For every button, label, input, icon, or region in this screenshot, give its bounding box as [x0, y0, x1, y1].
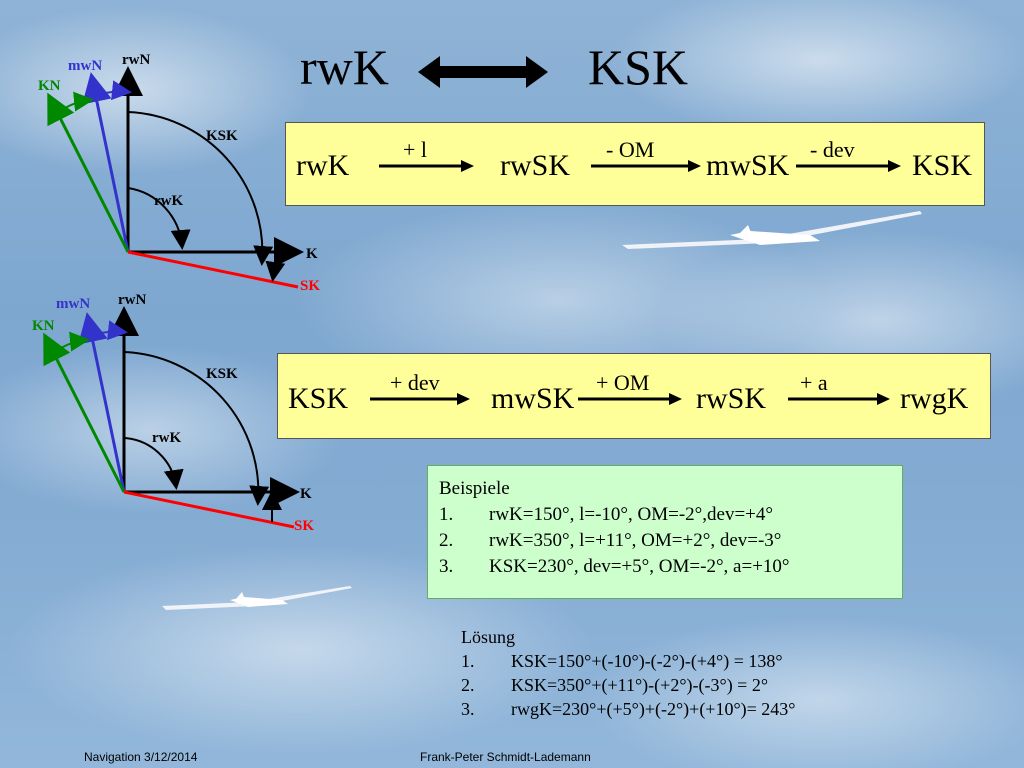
right-arrow-icon	[370, 393, 470, 405]
label-mwN: mwN	[68, 58, 102, 74]
chain1-op-1: + l	[403, 137, 428, 162]
example-num: 2.	[439, 530, 454, 551]
label-KSK: KSK	[206, 128, 238, 144]
label-rwK: rwK	[152, 430, 181, 446]
glider-icon	[622, 211, 922, 249]
label-SK: SK	[300, 278, 320, 294]
glider-icon	[162, 586, 352, 610]
label-rwN: rwN	[118, 292, 146, 308]
chain2-term-4: rwgK	[900, 382, 969, 415]
solution-item: 3. rwgK=230°+(+5°)+(-2°)+(+10°)= 243°	[461, 697, 901, 721]
title-right: KSK	[588, 39, 689, 95]
example-text: rwK=150°, l=-10°, OM=-2°,dev=+4°	[489, 504, 773, 525]
right-arrow-icon	[578, 393, 682, 405]
chain2-op-3: + a	[800, 370, 828, 395]
examples-box: Beispiele 1. rwK=150°, l=-10°, OM=-2°,dev…	[427, 465, 903, 599]
solution-num: 3.	[461, 699, 475, 719]
chain1-term-3: mwSK	[706, 149, 790, 182]
solution-text: rwgK=230°+(+5°)+(-2°)+(+10°)= 243°	[511, 699, 796, 719]
label-rwN: rwN	[122, 52, 150, 68]
solution-block: Lösung 1. KSK=150°+(-10°)-(-2°)-(+4°) = 1…	[461, 625, 901, 721]
footer-left: Navigation 3/12/2014	[84, 750, 198, 764]
chain2-term-3: rwSK	[696, 382, 767, 415]
double-arrow-icon	[418, 56, 548, 88]
chain1-term-1: rwK	[296, 149, 350, 182]
label-mwN: mwN	[56, 296, 90, 312]
conversion-box-2: KSK + dev mwSK + OM rwSK + a rwgK	[277, 353, 991, 439]
footer-right: Frank-Peter Schmidt-Lademann	[420, 750, 591, 764]
example-num: 1.	[439, 504, 454, 525]
chain1-term-2: rwSK	[500, 149, 571, 182]
example-item: 1. rwK=150°, l=-10°, OM=-2°,dev=+4°	[439, 502, 902, 528]
chain1-op-2: - OM	[606, 137, 655, 162]
chain2-op-2: + OM	[596, 370, 650, 395]
example-text: KSK=230°, dev=+5°, OM=-2°, a=+10°	[489, 556, 790, 577]
label-rwK: rwK	[154, 193, 183, 209]
compass-diagram-2: rwN mwN KN KSK rwK K SK	[32, 292, 314, 534]
chain2-term-1: KSK	[288, 382, 349, 415]
label-KSK: KSK	[206, 366, 238, 382]
example-num: 3.	[439, 556, 454, 577]
solution-heading: Lösung	[461, 627, 515, 647]
solution-num: 1.	[461, 651, 475, 671]
right-arrow-icon	[379, 160, 474, 172]
slide-title: rwK KSK	[300, 38, 720, 108]
solution-item: 1. KSK=150°+(-10°)-(-2°)-(+4°) = 138°	[461, 649, 901, 673]
chain2-term-2: mwSK	[491, 382, 575, 415]
conversion-box-1: rwK + l rwSK - OM mwSK - dev KSK	[285, 122, 985, 206]
compass-diagram-1: rwN mwN KN KSK rwK K SK	[38, 52, 320, 294]
solution-num: 2.	[461, 675, 475, 695]
label-K: K	[300, 486, 312, 502]
label-K: K	[306, 246, 318, 262]
label-SK: SK	[294, 518, 314, 534]
solution-text: KSK=350°+(+11°)-(+2°)-(-3°) = 2°	[511, 675, 769, 695]
solution-text: KSK=150°+(-10°)-(-2°)-(+4°) = 138°	[511, 651, 783, 671]
solution-item: 2. KSK=350°+(+11°)-(+2°)-(-3°) = 2°	[461, 673, 901, 697]
chain1-term-4: KSK	[912, 149, 973, 182]
right-arrow-icon	[788, 393, 890, 405]
label-KN: KN	[32, 318, 55, 334]
right-arrow-icon	[796, 160, 901, 172]
right-arrow-icon	[591, 160, 701, 172]
title-left: rwK	[300, 39, 389, 95]
chain2-op-1: + dev	[390, 370, 440, 395]
label-KN: KN	[38, 78, 61, 94]
chain1-op-3: - dev	[810, 137, 855, 162]
example-item: 3. KSK=230°, dev=+5°, OM=-2°, a=+10°	[439, 554, 902, 580]
example-text: rwK=350°, l=+11°, OM=+2°, dev=-3°	[489, 530, 782, 551]
example-item: 2. rwK=350°, l=+11°, OM=+2°, dev=-3°	[439, 528, 902, 554]
examples-heading: Beispiele	[439, 478, 510, 499]
